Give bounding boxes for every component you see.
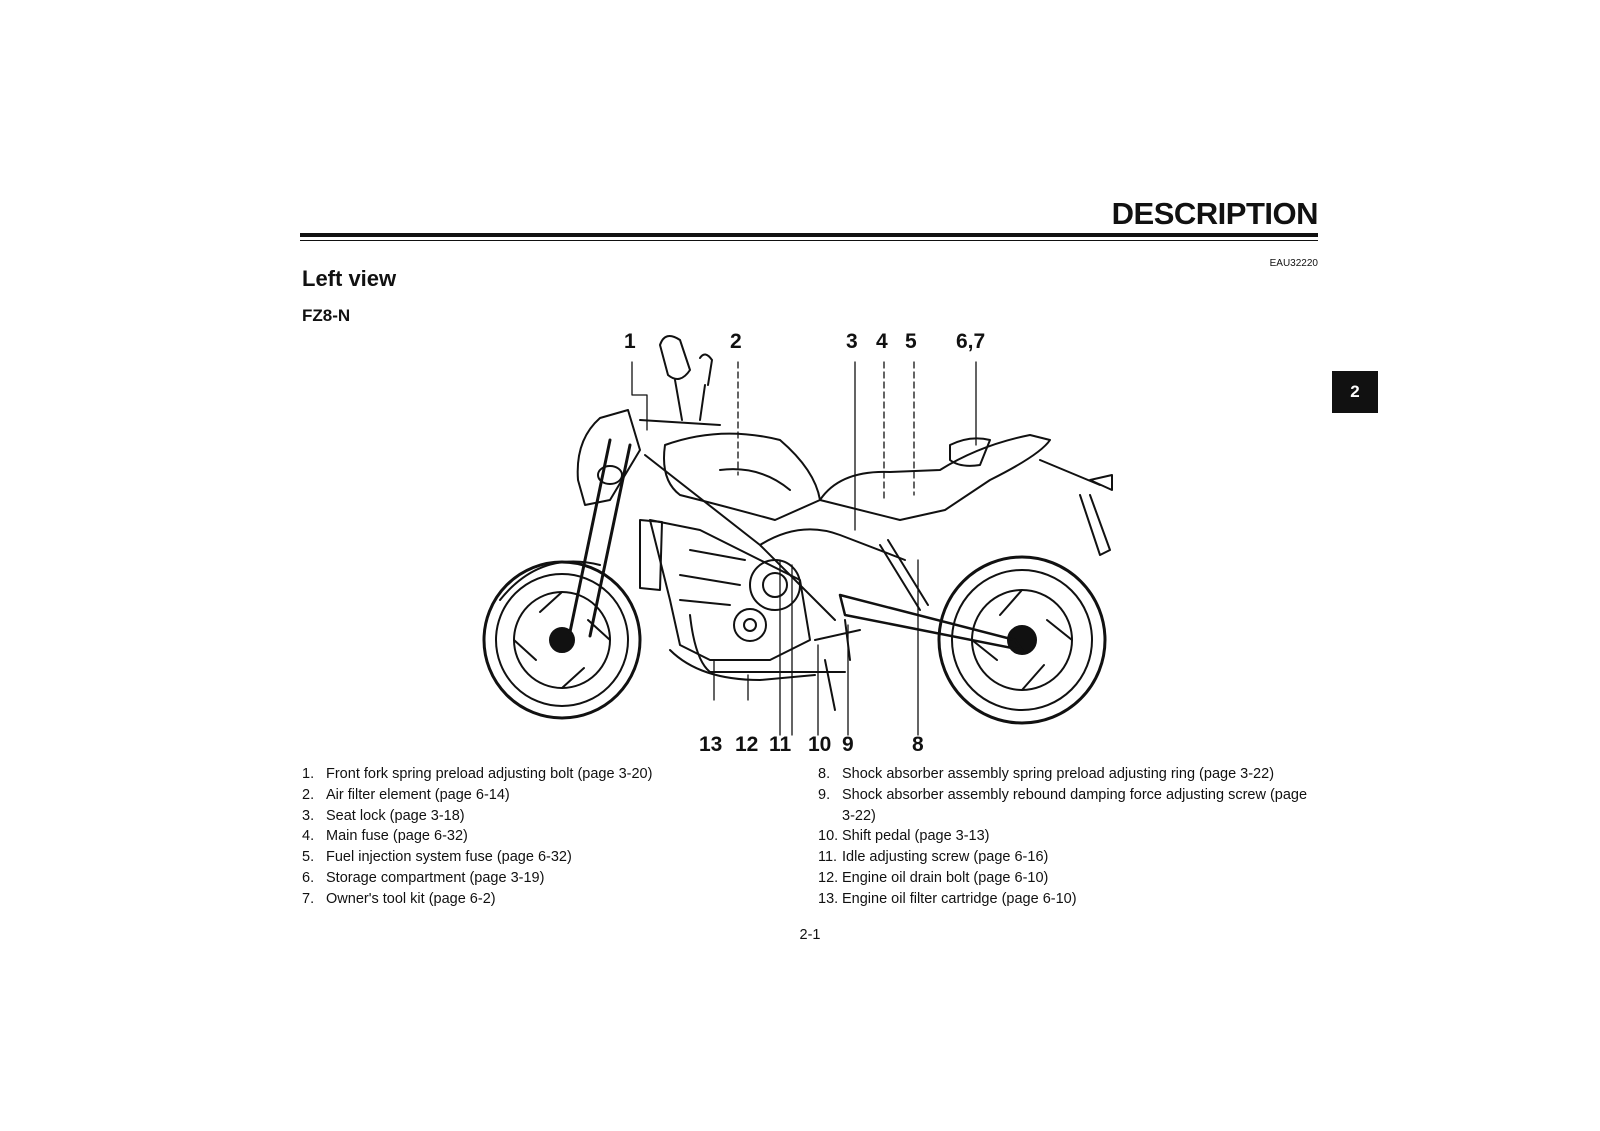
- legend-item-text: Main fuse (page 6-32): [326, 828, 468, 845]
- legend-item: 12.Engine oil drain bolt (page 6-10): [818, 868, 1318, 889]
- callout-6-7: 6,7: [956, 330, 986, 353]
- legend-item-text: Air filter element (page 6-14): [326, 786, 510, 803]
- page-title: DESCRIPTION: [1111, 196, 1319, 231]
- legend-item-number: 7.: [302, 890, 315, 907]
- legend-item-number: 8.: [818, 766, 831, 782]
- legend-item: 9. Shock absorber assembly rebound dampin…: [818, 785, 1318, 827]
- legend-item-text: Engine oil drain bolt (page 6-10): [842, 869, 1049, 886]
- legend-item: 13.Engine oil filter cartridge (page 6-1…: [818, 889, 1318, 910]
- shift-pedal: [814, 619, 861, 661]
- legend-item: 1. Front fork spring preload adjusting bo…: [302, 764, 782, 785]
- callout-10: 10: [808, 733, 832, 756]
- callout-8: 8: [912, 733, 924, 756]
- legend-item-text: Idle adjusting screw (page 6-16): [842, 849, 1049, 866]
- legend-item-number: 11.: [818, 849, 838, 866]
- callout-9: 9: [842, 733, 854, 756]
- leader-lines: [631, 361, 977, 736]
- legend-item: 7. Owner's tool kit (page 6-2): [302, 889, 782, 910]
- sidestand: [824, 659, 836, 711]
- legend-item: 2. Air filter element (page 6-14): [302, 785, 782, 806]
- legend-item: 10.Shift pedal (page 3-13): [818, 826, 1318, 847]
- legend-item: 6. Storage compartment (page 3-19): [302, 868, 782, 889]
- legend-item-number: 3.: [302, 807, 315, 824]
- legend-item-text: Seat lock (page 3-18): [326, 807, 465, 824]
- legend-item-text: Fuel injection system fuse (page 6-32): [326, 849, 572, 866]
- legend-item-number: 9.: [818, 786, 831, 803]
- engine: [649, 519, 816, 681]
- callout-2: 2: [730, 330, 742, 353]
- legend-item-number: 12.: [818, 869, 839, 886]
- legend-item-number: 5.: [302, 849, 315, 866]
- radiator: [639, 519, 663, 591]
- chapter-tab[interactable]: 2: [1332, 371, 1378, 413]
- page-number: 2-1: [799, 927, 821, 943]
- callout-5: 5: [905, 330, 917, 353]
- legend-item: 3. Seat lock (page 3-18): [302, 806, 782, 827]
- callout-13: 13: [699, 733, 723, 756]
- mirror: [659, 335, 691, 421]
- header-rule-thick: [300, 233, 1318, 237]
- legend-item: 11.Idle adjusting screw (page 6-16): [818, 847, 1318, 868]
- callout-11: 11: [769, 733, 792, 756]
- legend-item: 8. Shock absorber assembly spring preload…: [818, 764, 1318, 785]
- handlebar: [639, 419, 721, 426]
- legend-item-text: Shock absorber assembly spring preload a…: [842, 766, 1275, 782]
- document-code: EAU32220: [1269, 258, 1318, 269]
- rear-wheel: [937, 555, 1107, 725]
- callout-12: 12: [735, 733, 759, 756]
- legend-item-number: 13.: [818, 890, 839, 907]
- legend-item-text: Front fork spring preload adjusting bolt…: [326, 766, 653, 782]
- section-heading: Left view: [302, 266, 397, 291]
- legend-item-number: 10.: [818, 828, 839, 845]
- legend-item-number: 4.: [302, 828, 315, 845]
- legend-item-text: Engine oil filter cartridge (page 6-10): [842, 890, 1077, 907]
- legend-item-number: 6.: [302, 869, 315, 886]
- legend-item-number: 1.: [302, 766, 315, 782]
- legend-item-text: Storage compartment (page 3-19): [326, 869, 545, 886]
- legend-item-number: 2.: [302, 786, 315, 803]
- seat: [819, 434, 1051, 521]
- swingarm: [838, 593, 1024, 652]
- front-wheel: [482, 560, 642, 720]
- headlight-cowl: [576, 409, 641, 506]
- legend-item: 5. Fuel injection system fuse (page 6-32): [302, 847, 782, 868]
- model-heading: FZ8-N: [302, 306, 351, 325]
- legend-item: 4. Main fuse (page 6-32): [302, 826, 782, 847]
- fuel-tank: [663, 432, 821, 521]
- license-plate-holder: [1039, 459, 1113, 556]
- legend-right: 8. Shock absorber assembly spring preload…: [818, 764, 1318, 910]
- legend-left: 1. Front fork spring preload adjusting bo…: [302, 764, 782, 910]
- callout-4: 4: [876, 330, 888, 353]
- legend-item-text: Shock absorber assembly rebound damping …: [842, 786, 1308, 824]
- callout-3: 3: [846, 330, 858, 353]
- tail-cowl: [949, 437, 991, 467]
- callout-1: 1: [624, 330, 636, 353]
- legend-item-text: Shift pedal (page 3-13): [842, 828, 990, 845]
- rear-shock: [879, 539, 929, 611]
- header-rule-thin: [300, 240, 1318, 241]
- frame: [644, 454, 906, 621]
- exhaust: [689, 614, 846, 673]
- legend-item-text: Owner's tool kit (page 6-2): [326, 890, 496, 907]
